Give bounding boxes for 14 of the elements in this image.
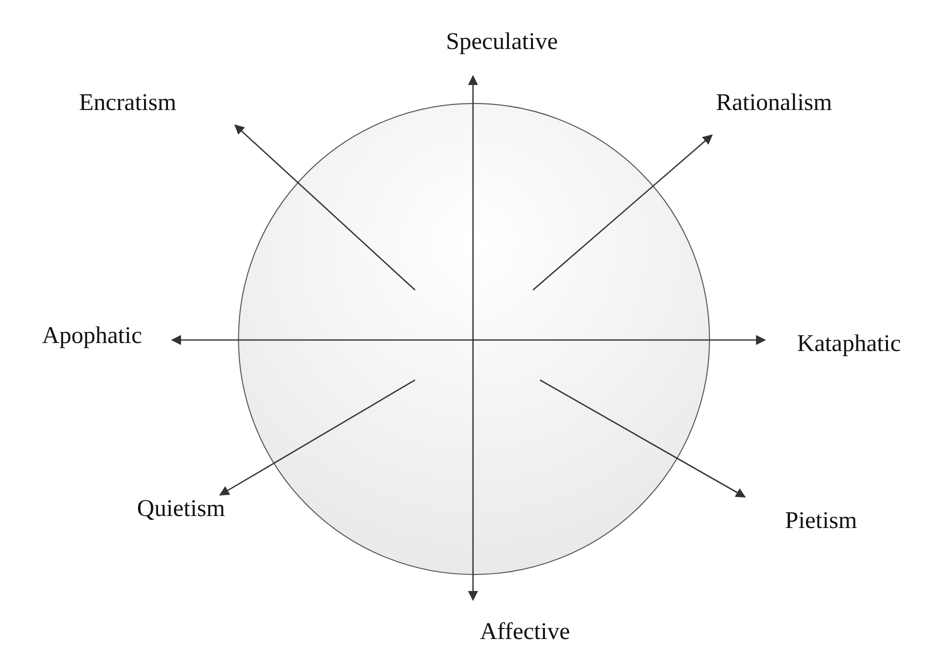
arrow	[234, 124, 416, 290]
arrow	[171, 335, 766, 345]
axis-label: Quietism	[137, 495, 225, 523]
axis-label: Kataphatic	[797, 330, 901, 358]
arrow	[540, 379, 746, 498]
axis-label: Encratism	[79, 89, 176, 117]
arrow	[532, 134, 713, 290]
axis-label: Speculative	[446, 28, 558, 56]
axis-label: Affective	[480, 618, 570, 646]
axis-label: Apophatic	[42, 322, 142, 350]
axis-label: Pietism	[784, 507, 857, 535]
axis-label: Rationalism	[716, 89, 832, 117]
arrow	[219, 379, 416, 496]
arrow	[468, 75, 478, 601]
